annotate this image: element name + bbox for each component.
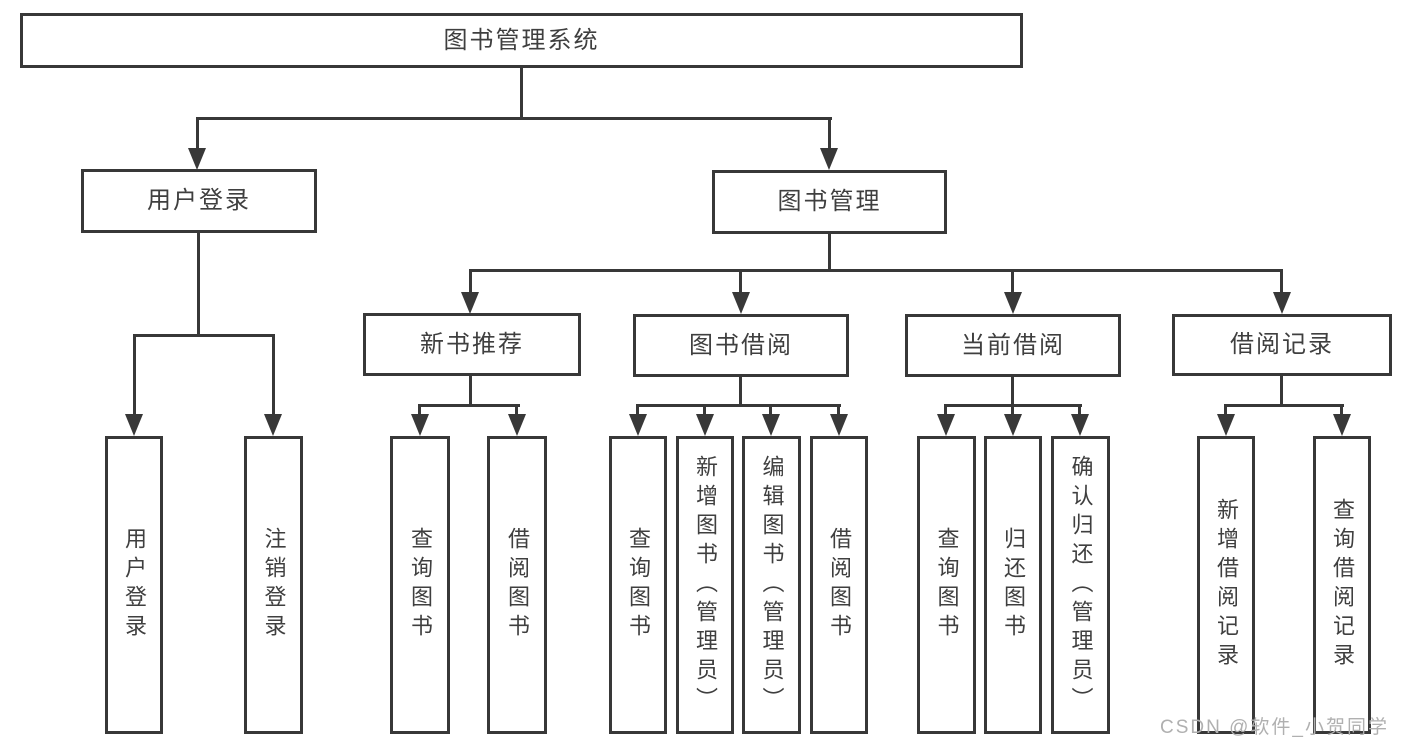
node-label: 图书管理系统 (443, 26, 600, 54)
arrow-down-icon (830, 414, 848, 436)
connector-line (197, 233, 200, 337)
leaf-label: 借阅图书 (827, 527, 852, 643)
connector-line (272, 334, 275, 416)
connector-line (1224, 404, 1344, 407)
leaf-label: 编辑图书（管理员） (759, 454, 785, 716)
arrow-down-icon (762, 414, 780, 436)
leaf-borrow-books-borrowing: 借阅图书 (810, 436, 868, 734)
leaf-query-books-current: 查询图书 (917, 436, 976, 734)
arrow-down-icon (264, 414, 282, 436)
connector-line (520, 67, 523, 119)
node-current-borrowing: 当前借阅 (905, 314, 1121, 377)
connector-line (1078, 404, 1081, 417)
connector-line (1011, 377, 1014, 407)
connector-line (196, 117, 832, 120)
leaf-label: 借阅图书 (505, 527, 530, 643)
connector-line (196, 117, 199, 153)
leaf-user-login: 用户登录 (105, 436, 163, 734)
connector-line (418, 404, 421, 417)
connector-line (1340, 404, 1343, 417)
node-borrowing-records: 借阅记录 (1172, 314, 1392, 376)
node-label: 借阅记录 (1230, 331, 1334, 358)
node-label: 图书借阅 (689, 331, 793, 359)
leaf-label: 注销登录 (261, 527, 287, 643)
node-label: 图书管理 (777, 188, 882, 215)
leaf-label: 查询图书 (934, 527, 960, 643)
connector-line (636, 404, 639, 417)
connector-line (739, 376, 742, 407)
leaf-edit-book-admin: 编辑图书（管理员） (742, 436, 801, 734)
arrow-down-icon (508, 414, 526, 436)
connector-line (769, 404, 772, 417)
arrow-down-icon (629, 414, 647, 436)
leaf-logout: 注销登录 (244, 436, 303, 734)
connector-line (636, 404, 841, 407)
node-label: 当前借阅 (961, 331, 1065, 359)
arrow-down-icon (1004, 414, 1022, 436)
connector-line (1011, 269, 1014, 295)
connector-line (1224, 404, 1227, 417)
connector-line (469, 269, 1283, 272)
leaf-label: 确认归还（管理员） (1068, 454, 1094, 716)
connector-line (469, 375, 472, 407)
arrow-down-icon (125, 414, 143, 436)
connector-line (515, 404, 518, 417)
arrow-down-icon (732, 292, 750, 314)
node-label: 用户登录 (147, 187, 251, 214)
leaf-query-books-recommend: 查询图书 (390, 436, 450, 734)
arrow-down-icon (1004, 292, 1022, 314)
leaf-add-borrow-record: 新增借阅记录 (1197, 436, 1255, 734)
node-user-login: 用户登录 (81, 169, 317, 233)
arrow-down-icon (1071, 414, 1089, 436)
connector-line (837, 404, 840, 417)
leaf-query-borrow-record: 查询借阅记录 (1313, 436, 1371, 734)
connector-line (703, 404, 706, 417)
connector-line (133, 334, 136, 416)
leaf-label: 查询借阅记录 (1330, 498, 1355, 672)
arrow-down-icon (696, 414, 714, 436)
arrow-down-icon (1333, 414, 1351, 436)
leaf-label: 新增借阅记录 (1214, 498, 1239, 672)
leaf-confirm-return-admin: 确认归还（管理员） (1051, 436, 1110, 734)
connector-line (1280, 376, 1283, 407)
node-book-management: 图书管理 (712, 170, 947, 234)
connector-line (418, 404, 520, 407)
leaf-label: 新增图书（管理员） (693, 454, 718, 716)
connector-line (828, 234, 831, 272)
connector-line (944, 404, 947, 417)
connector-line (133, 334, 275, 337)
arrow-down-icon (820, 148, 838, 170)
node-library-management-system: 图书管理系统 (20, 13, 1023, 68)
connector-line (469, 269, 472, 295)
node-new-book-recommendation: 新书推荐 (363, 313, 581, 376)
connector-line (739, 269, 742, 295)
leaf-add-book-admin: 新增图书（管理员） (676, 436, 734, 734)
connector-line (1280, 269, 1283, 295)
leaf-query-books-borrowing: 查询图书 (609, 436, 667, 734)
arrow-down-icon (937, 414, 955, 436)
connector-line (1011, 404, 1014, 417)
arrow-down-icon (461, 292, 479, 314)
leaf-label: 用户登录 (122, 527, 147, 643)
node-label: 新书推荐 (420, 330, 524, 358)
arrow-down-icon (188, 148, 206, 170)
leaf-label: 查询图书 (626, 527, 651, 643)
leaf-return-book: 归还图书 (984, 436, 1042, 734)
arrow-down-icon (1217, 414, 1235, 436)
csdn-watermark: CSDN @软件_小贺同学 (1160, 717, 1389, 738)
arrow-down-icon (411, 414, 429, 436)
leaf-borrow-books-recommend: 借阅图书 (487, 436, 547, 734)
connector-line (828, 117, 831, 153)
node-book-borrowing: 图书借阅 (633, 314, 849, 377)
arrow-down-icon (1273, 292, 1291, 314)
leaf-label: 归还图书 (1001, 527, 1026, 643)
leaf-label: 查询图书 (408, 527, 433, 643)
